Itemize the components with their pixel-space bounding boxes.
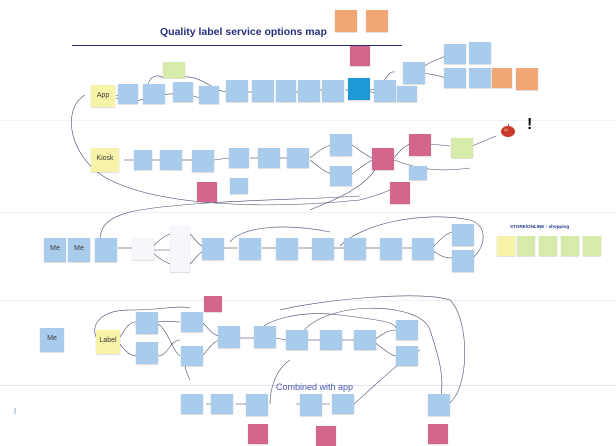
row-label-me-2[interactable]: Me <box>68 238 90 262</box>
sticky-note[interactable] <box>517 236 535 256</box>
sticky-note[interactable] <box>218 326 240 348</box>
sticky-note[interactable] <box>118 84 138 104</box>
sticky-note[interactable] <box>316 426 336 446</box>
sticky-note[interactable] <box>173 82 193 102</box>
sticky-note[interactable] <box>276 80 296 102</box>
sticky-note[interactable] <box>396 320 418 340</box>
sticky-note[interactable] <box>390 182 410 204</box>
sticky-note[interactable] <box>497 236 515 256</box>
sticky-note[interactable] <box>492 68 512 88</box>
row-label-label-text: Label <box>99 337 117 344</box>
sticky-note[interactable] <box>469 42 491 64</box>
sticky-note[interactable] <box>348 78 370 100</box>
sticky-note[interactable] <box>239 238 261 260</box>
sticky-note[interactable] <box>322 80 344 102</box>
sticky-note[interactable] <box>350 46 370 66</box>
sticky-note[interactable] <box>230 178 248 194</box>
sticky-note[interactable] <box>132 238 154 260</box>
sticky-note[interactable] <box>428 424 448 444</box>
sticky-note[interactable] <box>204 296 222 312</box>
row-label-app-text: App <box>96 92 110 99</box>
sticky-note[interactable] <box>170 226 190 244</box>
exclamation-mark: ! <box>527 116 533 133</box>
sticky-note[interactable] <box>226 80 248 102</box>
sticky-note[interactable] <box>252 80 274 102</box>
sticky-note[interactable] <box>320 330 342 350</box>
sticky-note[interactable] <box>428 394 450 416</box>
row-label-kiosk[interactable]: Kiosk <box>91 148 119 172</box>
page-title: Quality label service options map <box>160 26 327 38</box>
sticky-note[interactable] <box>246 394 268 416</box>
sticky-note[interactable] <box>335 10 357 32</box>
sticky-note[interactable] <box>160 150 182 170</box>
sticky-note[interactable] <box>248 424 268 444</box>
sticky-note[interactable] <box>181 394 203 414</box>
sticky-note[interactable] <box>229 148 249 168</box>
sticky-note[interactable] <box>583 236 601 256</box>
apple-icon <box>501 124 515 137</box>
sticky-note[interactable] <box>136 342 158 364</box>
sticky-note[interactable] <box>444 44 466 64</box>
sticky-note[interactable] <box>276 238 298 260</box>
sticky-note[interactable] <box>202 238 224 260</box>
sticky-note[interactable] <box>143 84 165 104</box>
sticky-note[interactable] <box>451 138 473 158</box>
sticky-note[interactable] <box>469 68 491 88</box>
sticky-note[interactable] <box>539 236 557 256</box>
sticky-note[interactable] <box>403 62 425 84</box>
sticky-note[interactable] <box>287 148 309 168</box>
sticky-note[interactable] <box>374 80 396 102</box>
sticky-note[interactable] <box>396 346 418 366</box>
sticky-note[interactable] <box>354 330 376 350</box>
sticky-note[interactable] <box>170 244 190 260</box>
sticky-note[interactable] <box>444 68 466 88</box>
row-label-me-1-text: Me <box>50 245 60 252</box>
sticky-note[interactable] <box>409 134 431 156</box>
sticky-note[interactable] <box>300 394 322 416</box>
section-title-combined: Combined with app <box>276 382 354 392</box>
sticky-note[interactable] <box>181 312 203 332</box>
sticky-note[interactable] <box>561 236 579 256</box>
row-label-me-1[interactable]: Me <box>44 238 66 262</box>
sticky-note[interactable] <box>197 182 217 202</box>
sticky-note[interactable] <box>181 346 203 366</box>
store-online-label: STORE/ONLINE - shopping <box>510 224 570 229</box>
sticky-note[interactable] <box>412 238 434 260</box>
sticky-note[interactable] <box>397 86 417 102</box>
sticky-note[interactable] <box>258 148 280 168</box>
sticky-note[interactable] <box>286 330 308 350</box>
sticky-note[interactable] <box>330 134 352 156</box>
sticky-note[interactable] <box>452 250 474 272</box>
row-label-kiosk-text: Kiosk <box>96 155 114 162</box>
sticky-note[interactable] <box>298 80 320 102</box>
sticky-note[interactable] <box>211 394 233 414</box>
sticky-note[interactable] <box>366 10 388 32</box>
sticky-note[interactable] <box>134 150 152 170</box>
sticky-note[interactable] <box>170 258 190 272</box>
row-label-label[interactable]: Label <box>96 330 120 354</box>
row-label-app[interactable]: App <box>91 85 115 107</box>
sticky-note[interactable] <box>452 224 474 246</box>
sticky-note[interactable] <box>199 86 219 104</box>
sticky-note[interactable] <box>163 62 185 78</box>
sticky-note[interactable] <box>344 238 366 260</box>
sticky-note[interactable] <box>516 68 538 90</box>
row-label-me-3-text: Me <box>47 335 57 342</box>
sticky-note[interactable] <box>409 166 427 180</box>
title-underline <box>72 45 402 46</box>
sticky-note[interactable] <box>192 150 214 172</box>
sticky-note[interactable] <box>312 238 334 260</box>
sticky-note[interactable] <box>136 312 158 334</box>
row-label-me-2-text: Me <box>74 245 84 252</box>
sticky-note[interactable] <box>372 148 394 170</box>
sticky-note[interactable] <box>95 238 117 262</box>
sticky-note[interactable] <box>330 166 352 186</box>
edge-marker <box>14 408 16 414</box>
row-label-me-3[interactable]: Me <box>40 328 64 352</box>
sticky-note[interactable] <box>380 238 402 260</box>
sticky-note[interactable] <box>254 326 276 348</box>
sticky-note[interactable] <box>332 394 354 414</box>
